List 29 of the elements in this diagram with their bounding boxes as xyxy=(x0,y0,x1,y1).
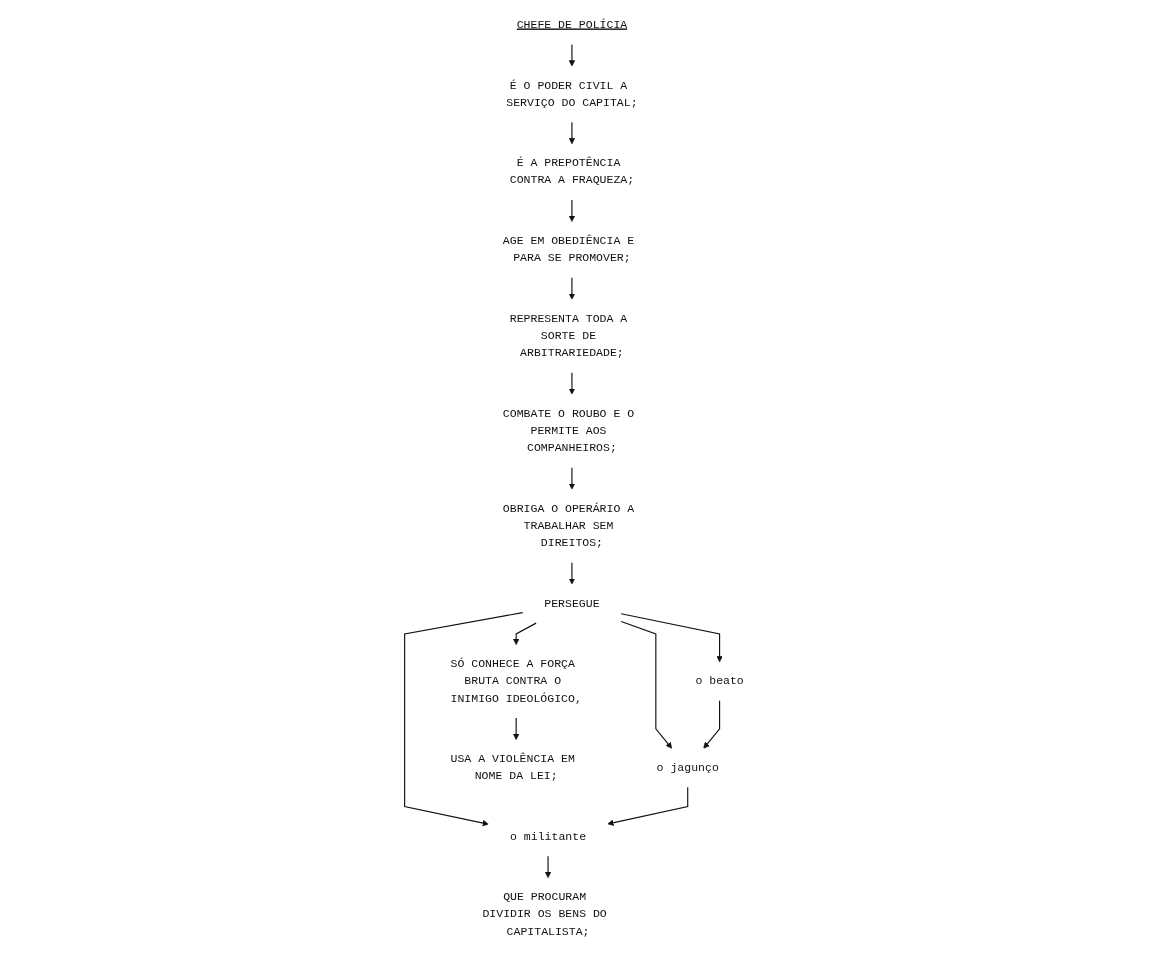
arrow xyxy=(568,562,576,585)
node-text: AGE EM OBEDIÊNCIA E PARA SE PROMOVER; xyxy=(502,234,635,265)
arrow xyxy=(620,613,723,663)
arrow xyxy=(568,44,576,67)
node-text: É A PREPOTÊNCIA CONTRA A FRAQUEZA; xyxy=(509,156,635,188)
node-text: o militante xyxy=(510,830,587,844)
arrow xyxy=(568,372,576,395)
node-text: REPRESENTA TODA A SORTE DE ARBITRARIEDADE; xyxy=(509,312,628,360)
node-text: OBRIGA O OPERÁRIO A TRABALHAR SEM DIREITOS; xyxy=(502,502,635,550)
node-text: o beato xyxy=(695,674,744,688)
node-text: o jagunço xyxy=(656,761,719,775)
node-text: USA A VIOLÊNCIA EM NOME DA LEI; xyxy=(450,752,575,783)
arrow xyxy=(568,121,576,145)
arrow xyxy=(568,467,576,490)
arrow xyxy=(404,612,524,827)
node-text: QUE PROCURAM DIVIDIR OS BENS DO CAPITALISTA; xyxy=(482,890,607,939)
arrow xyxy=(544,855,552,879)
arrow xyxy=(513,717,520,740)
node-text: COMBATE O ROUBO E O PERMITE AOS COMPANHEIROS; xyxy=(502,407,635,455)
arrow xyxy=(568,199,576,222)
arrow xyxy=(513,622,537,645)
node-text: PERSEGUE xyxy=(544,597,600,611)
arrow xyxy=(607,786,689,826)
arrow xyxy=(620,620,673,749)
node-text: CHEFE DE POLÍCIA xyxy=(516,18,628,32)
node-text: É O PODER CIVIL A SERVIÇO DO CAPITAL; xyxy=(506,79,638,110)
node-text: SÓ CONHECE A FORÇA BRUTA CONTRA O INIMIGO IDEOLÓGICO, xyxy=(450,657,582,706)
arrow xyxy=(568,277,576,300)
arrow xyxy=(703,700,721,749)
